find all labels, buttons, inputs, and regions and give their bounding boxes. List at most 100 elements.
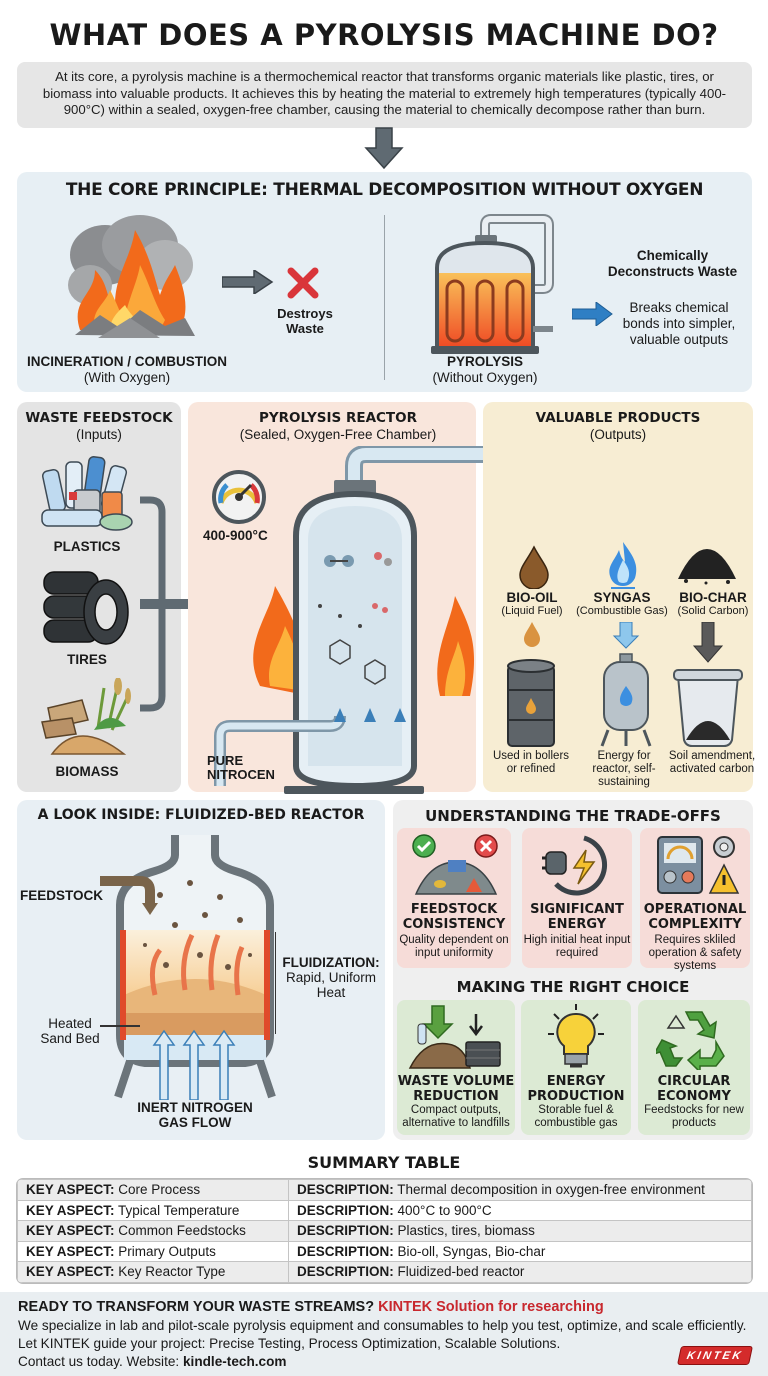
- choice-title-energy: ENERGY PRODUCTION: [527, 1074, 625, 1104]
- page-title: WHAT DOES A PYROLYSIS MACHINE DO?: [49, 18, 719, 52]
- cta-text: READY TO TRANSFORM YOUR WASTE STREAMS?: [18, 1299, 375, 1315]
- choice-text-waste: Compact outputs, alternative to landfill…: [402, 1104, 510, 1129]
- desc-prefix: DESCRIPTION:: [297, 1223, 394, 1239]
- description-cell: Bio-oll, Syngas, Bio-char: [397, 1243, 546, 1259]
- blue-right-arrow-icon: [572, 302, 613, 326]
- pyrolysis-vessel-icon: [431, 214, 554, 354]
- fire-icon: [68, 215, 195, 338]
- website-link[interactable]: kindle-tech.com: [182, 1354, 287, 1369]
- feedstock-inlet-label: FEEDSTOCK: [20, 888, 104, 903]
- plug-lightning-icon: [542, 835, 607, 896]
- aspect-cell: Key Reactor Type: [118, 1264, 226, 1280]
- key-prefix: KEY ASPECT:: [26, 1243, 115, 1259]
- description-cell: 400°C to 900°C: [397, 1202, 492, 1218]
- table-row: KEY ASPECT: Core Process DESCRIPTION: Th…: [17, 1179, 752, 1201]
- pyrolysis-label: PYROLYSIS: [446, 354, 524, 369]
- pyrolysis-sub: (Without Oxygen): [432, 370, 538, 385]
- table-row: KEY ASPECT: Common Feedstocks DESCRIPTIO…: [17, 1220, 752, 1242]
- footer-banner: [0, 1292, 768, 1376]
- incineration-sub: (With Oxygen): [83, 370, 171, 385]
- waste-volume-reduction-icon: [408, 1005, 501, 1069]
- tradeoff-title-complexity: OPERATIONAL COMPLEXITY: [643, 902, 747, 932]
- reactor-heading: PYROLYSIS REACTOR: [258, 410, 418, 426]
- desc-prefix: DESCRIPTION:: [297, 1243, 394, 1259]
- description-cell: Plastics, tires, biomass: [397, 1223, 535, 1239]
- tires-icon: [43, 571, 129, 645]
- fluidization-bracket: [274, 932, 276, 1034]
- choice-title-waste: WASTE VOLUME REDUCTION: [397, 1074, 515, 1104]
- reactor-sub: (Sealed, Oxygen-Free Chamber): [239, 427, 437, 442]
- aspect-cell: Typical Temperature: [118, 1202, 240, 1218]
- fluidized-bed-heading: A LOOK INSIDE: FLUIDIZED-BED REACTOR: [37, 807, 365, 823]
- desc-prefix: DESCRIPTION:: [297, 1202, 394, 1218]
- tradeoff-text-feedstock: Quality dependent on input uniformity: [399, 934, 509, 959]
- tradeoff-text-energy: High initial heat input required: [523, 934, 631, 959]
- core-principle-heading: THE CORE PRINCIPLE: THERMAL DECOMPOSITIO…: [65, 180, 704, 200]
- description-cell: Fluidized-bed reactor: [397, 1264, 525, 1280]
- product-type-bio-oil: (Liquid Fuel): [501, 605, 563, 617]
- recycle-icon: [656, 1011, 725, 1070]
- product-use-syngas: Energy for reactor, self-sustaining: [592, 750, 656, 788]
- product-name-bio-char: BIO-CHAR: [679, 590, 747, 605]
- product-use-bio-oil: Used in bollers or refined: [492, 750, 570, 775]
- feedstock-label-biomass: BIOMASS: [55, 764, 119, 779]
- inert-nitrogen-label: INERT NITROGEN GAS FLOW: [137, 1100, 253, 1130]
- sand-bed-pointer: [100, 1025, 140, 1027]
- contact-prefix: Contact us today. Website:: [18, 1354, 183, 1369]
- feedstock-sub: (Inputs): [76, 427, 122, 442]
- tradeoff-title-energy: SIGNIFICANT ENERGY: [530, 902, 624, 932]
- summary-heading: SUMMARY TABLE: [307, 1153, 461, 1172]
- tradeoffs-heading: UNDERSTANDING THE TRADE-OFFS: [425, 807, 721, 825]
- fluidization-text: Rapid, Uniform Heat: [285, 970, 377, 1000]
- feedstock-label-tires: TIRES: [67, 652, 107, 667]
- intro-text: At its core, a pyrolysis machine is a th…: [17, 62, 752, 128]
- description-cell: Thermal decomposition in oxygen-free env…: [397, 1182, 705, 1198]
- table-row: KEY ASPECT: Key Reactor Type DESCRIPTION…: [17, 1261, 752, 1283]
- plastic-bottles-icon: [41, 456, 133, 531]
- temperature-gauge-icon: [212, 470, 266, 524]
- footer-line-3: Contact us today. Website: kindle-tech.c…: [18, 1354, 286, 1369]
- chemically-deconstructs-label: Chemically Deconstructs Waste: [607, 248, 738, 279]
- right-arrow-icon: [222, 270, 274, 294]
- choice-title-circular: CIRCULAR ECONOMY: [657, 1074, 731, 1104]
- light-bulb-icon: [548, 1004, 604, 1068]
- oil-drop-icon: [519, 545, 549, 589]
- choice-text-energy: Storable fuel & combustible gas: [534, 1104, 618, 1129]
- fluidized-bed-reactor-icon: [100, 835, 276, 1100]
- heated-sand-bed-label: Heated Sand Bed: [40, 1016, 100, 1046]
- key-prefix: KEY ASPECT:: [26, 1223, 115, 1239]
- temperature-range-label: 400-900°C: [203, 528, 268, 543]
- table-row: KEY ASPECT: Primary Outputs DESCRIPTION:…: [17, 1240, 752, 1262]
- char-pile-icon: [678, 549, 736, 585]
- tradeoff-title-feedstock: FEEDSTOCK CONSISTENCY: [402, 902, 506, 932]
- tradeoff-text-complexity: Requires skliled operation & safety syst…: [648, 934, 742, 972]
- divider: [384, 215, 385, 380]
- footer-cta: READY TO TRANSFORM YOUR WASTE STREAMS? K…: [18, 1299, 604, 1315]
- down-arrow-icon: [364, 127, 404, 170]
- products-heading: VALUABLE PRODUCTS: [535, 410, 701, 426]
- aspect-cell: Core Process: [118, 1182, 201, 1198]
- incineration-label: INCINERATION / COMBUSTION: [27, 354, 227, 369]
- product-name-syngas: SYNGAS: [593, 590, 651, 605]
- mixed-waste-check-x-icon: [412, 834, 498, 895]
- key-prefix: KEY ASPECT:: [26, 1182, 115, 1198]
- footer-line-1: We specialize in lab and pilot-scale pyr…: [18, 1318, 747, 1333]
- tradeoff-card-energy: [522, 828, 632, 968]
- gas-flame-icon: [609, 542, 637, 589]
- choice-card-circular: [638, 1000, 750, 1135]
- pure-nitrogen-label: PURE NITROCEN: [207, 753, 275, 782]
- choice-text-circular: Feedstocks for new products: [644, 1104, 744, 1129]
- cta-brand: KINTEK Solution for researching: [378, 1299, 604, 1315]
- desc-prefix: DESCRIPTION:: [297, 1264, 394, 1280]
- kintek-logo: KINTEK: [676, 1346, 754, 1365]
- product-use-bio-char: Soil amendment, activated carbon: [668, 750, 756, 775]
- feedstock-label-plastics: PLASTICS: [53, 539, 121, 554]
- biomass-icon: [41, 678, 131, 755]
- aspect-cell: Primary Outputs: [118, 1243, 216, 1259]
- key-prefix: KEY ASPECT:: [26, 1264, 115, 1280]
- product-uses-icons: [507, 622, 743, 747]
- product-name-bio-oil: BIO-OIL: [506, 590, 558, 605]
- summary-table: KEY ASPECT: Core Process DESCRIPTION: Th…: [17, 1179, 752, 1283]
- aspect-cell: Common Feedstocks: [118, 1223, 246, 1239]
- table-row: KEY ASPECT: Typical Temperature DESCRIPT…: [17, 1199, 752, 1221]
